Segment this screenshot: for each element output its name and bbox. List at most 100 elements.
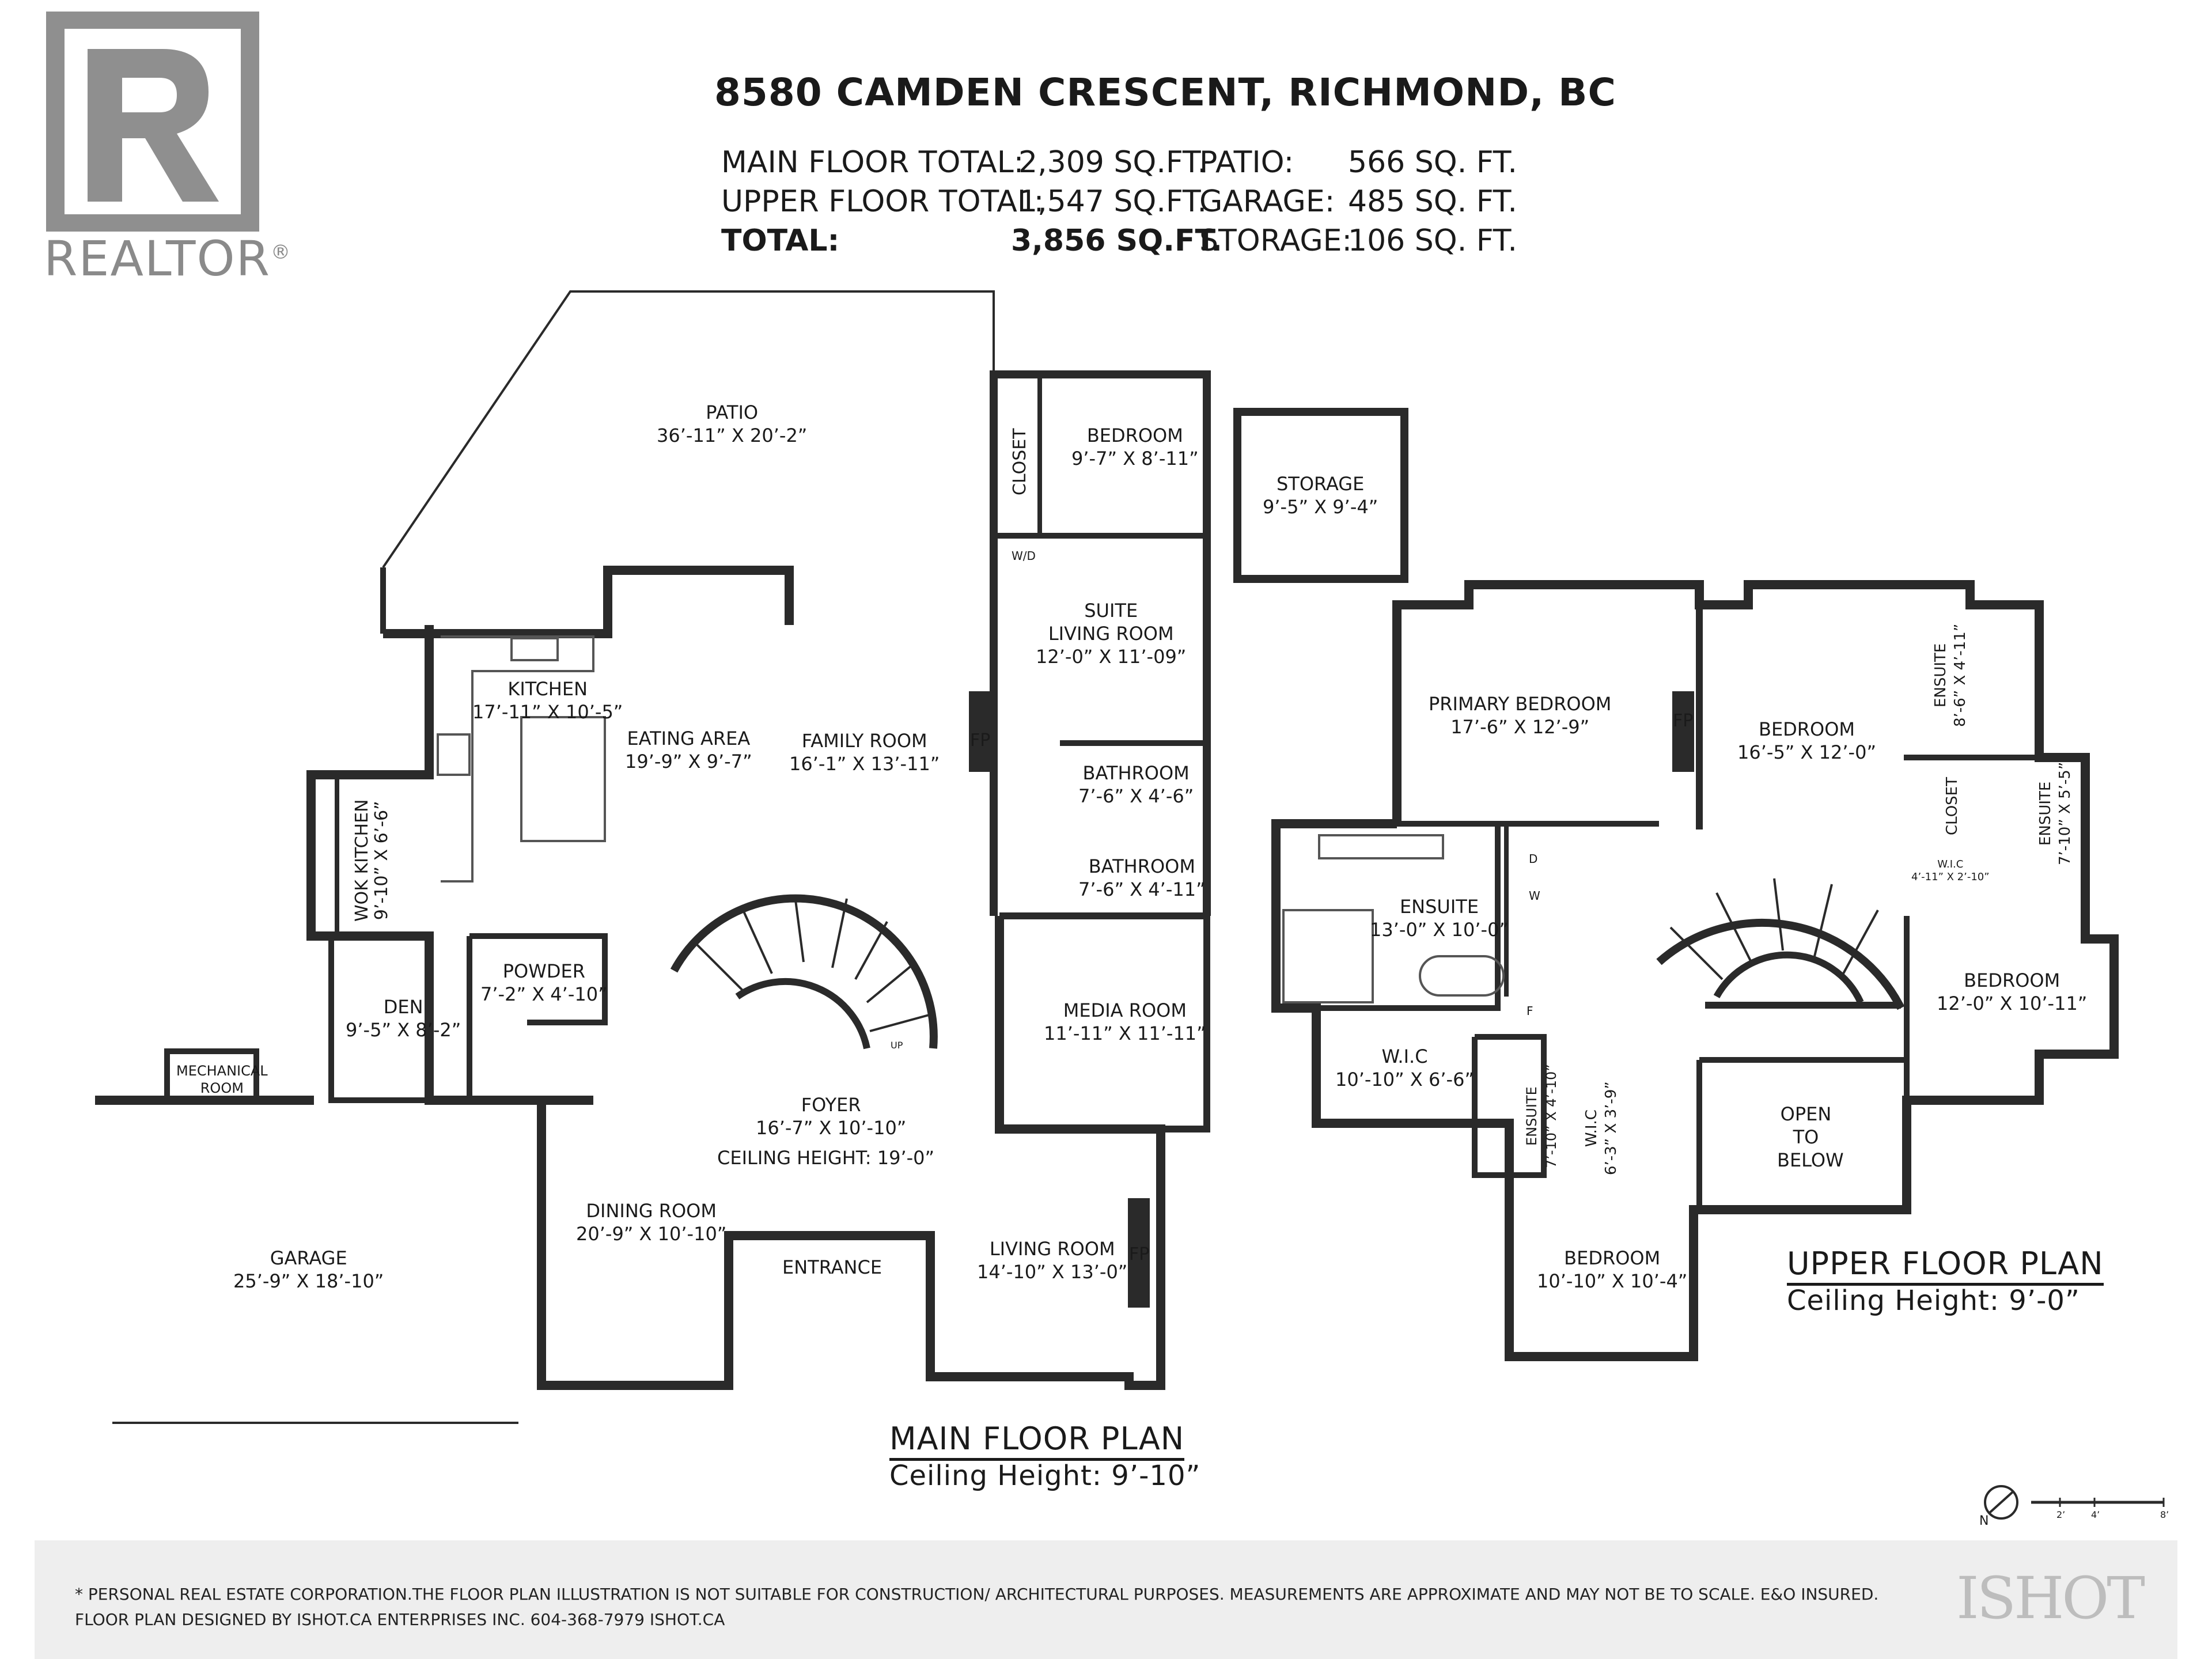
dryer-label: D bbox=[1529, 852, 1538, 866]
scale-tick-8: 8’ bbox=[2160, 1509, 2169, 1520]
footer-disclaimer: * PERSONAL REAL ESTATE CORPORATION.THE F… bbox=[35, 1540, 2177, 1659]
shower bbox=[1282, 909, 1374, 1003]
main-fireplace-1 bbox=[969, 691, 991, 772]
fireplace-label: FP bbox=[1129, 1244, 1150, 1264]
upper-bath-south bbox=[1472, 1034, 1547, 1178]
kitchen-island bbox=[520, 716, 606, 842]
room-label-closet: CLOSET bbox=[1010, 428, 1030, 495]
area-label2: STORAGE: bbox=[1199, 224, 1353, 258]
suite-east-wall bbox=[990, 370, 1211, 916]
area-label: UPPER FLOOR TOTAL: bbox=[721, 184, 1044, 219]
area-value2: 485 SQ. FT. bbox=[1348, 184, 1517, 219]
main-stair-outer bbox=[670, 894, 938, 1049]
storage-walls bbox=[1233, 408, 1408, 583]
main-wall-north bbox=[383, 566, 794, 638]
property-address: 8580 CAMDEN CRESCENT, RICHMOND, BC bbox=[714, 70, 1616, 115]
media-room-walls bbox=[999, 912, 1210, 1132]
open-to-below bbox=[1696, 1057, 1910, 1213]
realtor-logo bbox=[46, 12, 259, 232]
area-label2: PATIO: bbox=[1199, 145, 1294, 180]
fireplace-label: FP bbox=[970, 730, 991, 751]
double-vanity bbox=[1318, 834, 1444, 859]
washer-label: W bbox=[1529, 889, 1540, 903]
linen-label: F bbox=[1527, 1004, 1533, 1018]
area-label: MAIN FLOOR TOTAL: bbox=[721, 145, 1024, 180]
area-row-main: MAIN FLOOR TOTAL: bbox=[721, 145, 1024, 180]
main-wall-south bbox=[537, 916, 1165, 1390]
ishot-logo: ISHOT bbox=[1956, 1565, 2145, 1632]
realtor-wordmark: REALTOR® bbox=[44, 230, 291, 287]
stair-up-label: UP bbox=[891, 1040, 903, 1051]
area-value: 1,547 SQ.FT. bbox=[1018, 184, 1207, 219]
upper-outer-wall bbox=[1271, 580, 2119, 1361]
upper-stair-outer bbox=[1656, 919, 1905, 1010]
room-label-ceiling-height: CEILING HEIGHT: 19’-0” bbox=[717, 1147, 935, 1169]
upper-ensuite-walls bbox=[1276, 824, 1501, 1011]
area-value: 2,309 SQ.FT. bbox=[1018, 145, 1207, 180]
upper-fireplace-label: FP bbox=[1673, 711, 1694, 731]
mechanical-room-walls bbox=[164, 1048, 259, 1100]
cooktop bbox=[437, 733, 471, 776]
area-label2: GARAGE: bbox=[1199, 184, 1335, 219]
main-stair-inner bbox=[735, 978, 870, 1050]
den-walls bbox=[328, 936, 472, 1103]
patio-outline bbox=[382, 290, 995, 634]
room-label-entrance: ENTRANCE bbox=[782, 1256, 882, 1278]
bathtub bbox=[1419, 955, 1505, 997]
north-arrow-icon bbox=[1984, 1485, 2165, 1520]
upper-fireplace bbox=[1672, 691, 1694, 772]
main-floor-plan-title: MAIN FLOOR PLAN Ceiling Height: 9’-10” bbox=[889, 1421, 1201, 1492]
upper-stair-treads bbox=[1669, 878, 1879, 980]
disclaimer-line: * PERSONAL REAL ESTATE CORPORATION.THE F… bbox=[75, 1585, 1879, 1604]
compass-scale: N 2’ 4’ 8’ bbox=[1979, 1479, 2169, 1539]
scale-tick-4: 4’ bbox=[2091, 1509, 2100, 1520]
scale-tick-2: 2’ bbox=[2056, 1509, 2066, 1520]
designer-line: FLOOR PLAN DESIGNED BY ISHOT.CA ENTERPRI… bbox=[75, 1610, 725, 1629]
north-label: N bbox=[1979, 1514, 1989, 1528]
upper-floor-plan-title: UPPER FLOOR PLAN Ceiling Height: 9’-0” bbox=[1787, 1245, 2104, 1317]
main-fireplace-2 bbox=[1128, 1198, 1150, 1308]
realtor-r-mark-icon bbox=[65, 29, 241, 214]
area-value-total: 3,856 SQ.FT. bbox=[1011, 224, 1222, 258]
main-stair-treads bbox=[696, 895, 934, 1032]
washer-dryer-label: W/D bbox=[1012, 549, 1036, 563]
sink bbox=[510, 637, 559, 661]
area-value2: 566 SQ. FT. bbox=[1348, 145, 1517, 180]
area-value2: 106 SQ. FT. bbox=[1348, 224, 1517, 258]
kitchen-counter bbox=[441, 635, 594, 882]
powder-walls bbox=[469, 933, 608, 1025]
room-label-closet: CLOSET bbox=[1944, 777, 1961, 835]
footer-text: * PERSONAL REAL ESTATE CORPORATION.THE F… bbox=[75, 1582, 1878, 1633]
